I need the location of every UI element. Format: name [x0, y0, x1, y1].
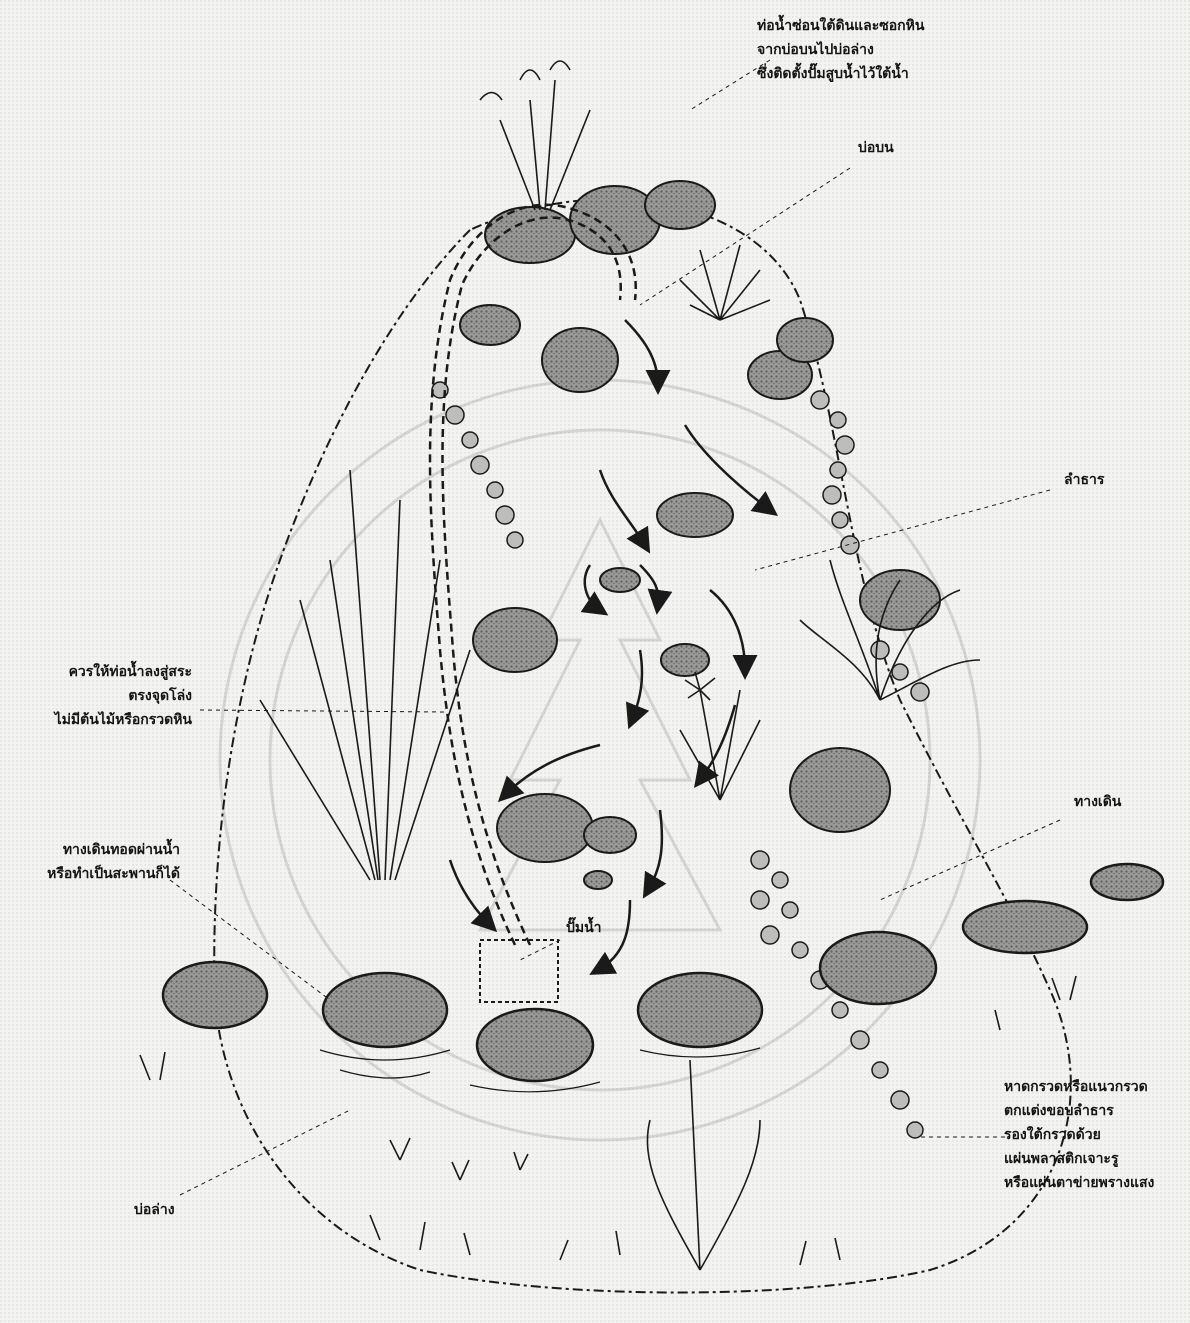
gravel-note-line: หรือแผ่นตาข่ายพรางแสง — [1004, 1171, 1154, 1195]
gravel-note-line: หาดกรวดหรือแนวกรวด — [1004, 1075, 1154, 1099]
gravel-note-line: แผ่นพลาสติกเจาะรู — [1004, 1147, 1154, 1171]
walkway-label: ทางเดิน — [1074, 790, 1121, 814]
hidden-pipe-note: ท่อน้ำซ่อนใต้ดินและซอกหิน จากบ่อบนไปบ่อล… — [757, 14, 924, 86]
pipe-outlet-note-line: ควรให้ท่อน้ำลงสู่สระ — [55, 660, 192, 684]
hidden-pipe-note-line: จากบ่อบนไปบ่อล่าง — [757, 38, 924, 62]
hidden-pipe-note-line: ซึ่งติดตั้งปั๊มสูบน้ำไว้ใต้น้ำ — [757, 62, 924, 86]
stepping-path-note-line: ทางเดินทอดผ่านน้ำ — [47, 838, 180, 862]
stream-label: ลำธาร — [1064, 468, 1104, 492]
gravel-note-line: ตกแต่งขอบลำธาร — [1004, 1099, 1154, 1123]
upper-pond-label: บ่อบน — [858, 136, 894, 160]
gravel-note: หาดกรวดหรือแนวกรวด ตกแต่งขอบลำธาร รองใต้… — [1004, 1075, 1154, 1195]
gravel-note-line: รองใต้กรวดด้วย — [1004, 1123, 1154, 1147]
pipe-outlet-note-line: ตรงจุดโล่ง — [55, 684, 192, 708]
lower-pond-label: บ่อล่าง — [134, 1198, 175, 1222]
hidden-pipe-note-line: ท่อน้ำซ่อนใต้ดินและซอกหิน — [757, 14, 924, 38]
pipe-outlet-note: ควรให้ท่อน้ำลงสู่สระ ตรงจุดโล่ง ไม่มีต้น… — [55, 660, 192, 732]
stepping-path-note-line: หรือทำเป็นสะพานก็ได้ — [47, 862, 180, 886]
pump-label: ปั๊มน้ำ — [566, 916, 602, 940]
stepping-path-note: ทางเดินทอดผ่านน้ำ หรือทำเป็นสะพานก็ได้ — [47, 838, 180, 886]
pipe-outlet-note-line: ไม่มีต้นไม้หรือกรวดหิน — [55, 708, 192, 732]
